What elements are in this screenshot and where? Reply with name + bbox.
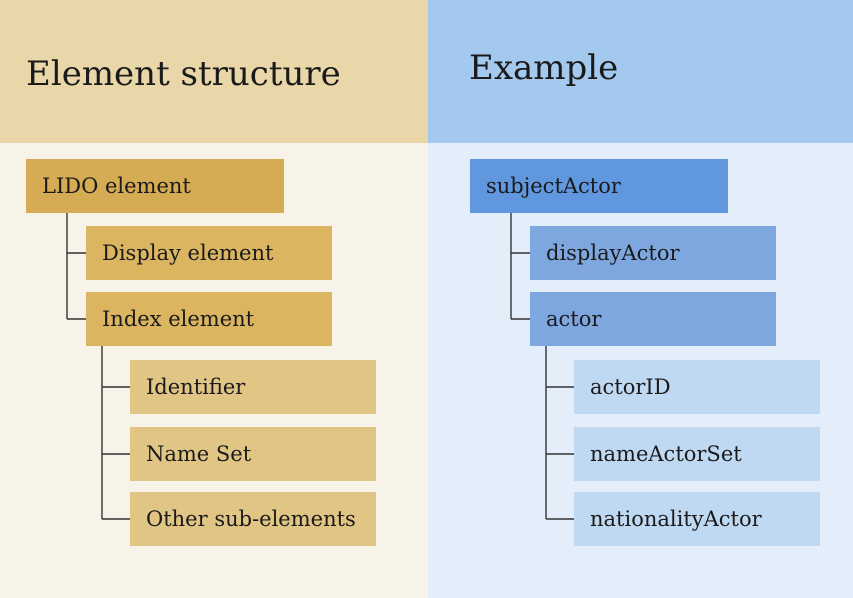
display-element-box: Display element — [86, 226, 332, 280]
nationality-actor-box: nationalityActor — [574, 492, 820, 546]
subject-actor-box: subjectActor — [470, 159, 728, 213]
index-element-box: Index element — [86, 292, 332, 346]
example-panel: Example subjectActor displayActor actor … — [428, 0, 853, 598]
element-structure-panel: Element structure LIDO element Display e… — [0, 0, 428, 598]
actor-id-box: actorID — [574, 360, 820, 414]
element-structure-title: Element structure — [26, 54, 341, 94]
actor-box: actor — [530, 292, 776, 346]
name-set-box: Name Set — [130, 427, 376, 481]
element-structure-header: Element structure — [0, 0, 428, 143]
identifier-box: Identifier — [130, 360, 376, 414]
name-actor-set-box: nameActorSet — [574, 427, 820, 481]
other-sub-elements-box: Other sub-elements — [130, 492, 376, 546]
example-title: Example — [469, 48, 619, 88]
display-actor-box: displayActor — [530, 226, 776, 280]
lido-element-box: LIDO element — [26, 159, 284, 213]
example-header: Example — [428, 0, 853, 143]
